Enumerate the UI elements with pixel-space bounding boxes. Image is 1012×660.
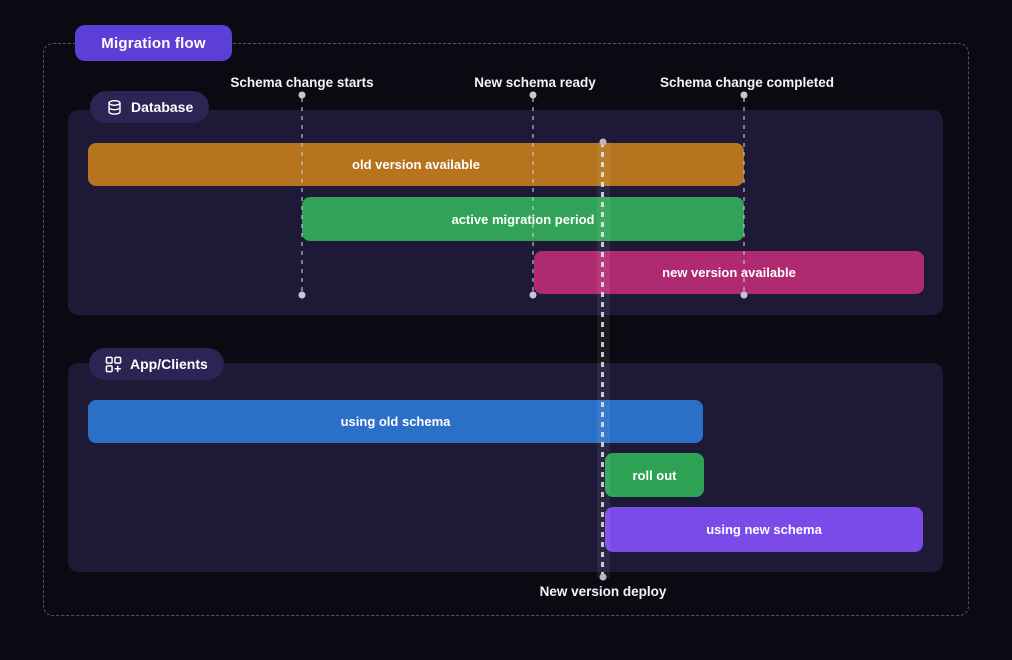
milestone-dot-bottom-schema-change-starts	[298, 291, 306, 299]
bar-using-new-schema: using new schema	[605, 507, 923, 552]
guide-line-schema-change-starts	[301, 98, 303, 292]
milestone-label-schema-change-starts: Schema change starts	[230, 75, 374, 90]
guide-line-new-schema-ready	[532, 98, 534, 292]
bar-active-migration-period: active migration period	[302, 197, 744, 241]
milestone-dot-bottom-new-version-deploy	[599, 573, 607, 581]
diagram-dashed-border	[43, 43, 969, 616]
milestone-dot-top-new-schema-ready	[529, 91, 537, 99]
bar-using-old-schema: using old schema	[88, 400, 703, 443]
bar-new-version-available: new version available	[534, 251, 924, 294]
database-badge-label: Database	[131, 99, 194, 115]
grid-plus-icon	[105, 356, 122, 373]
guide-line-schema-change-completed	[743, 98, 745, 292]
guide-line-new-version-deploy	[601, 142, 604, 578]
milestone-label-new-schema-ready: New schema ready	[474, 75, 596, 90]
bar-roll-out: roll out	[605, 453, 704, 497]
diagram-title-badge: Migration flow	[75, 25, 232, 61]
milestone-label-new-version-deploy: New version deploy	[539, 584, 667, 599]
milestone-dot-bottom-new-schema-ready	[529, 291, 537, 299]
database-badge: Database	[90, 91, 210, 123]
app-clients-badge: App/Clients	[89, 348, 224, 380]
milestone-dot-top-new-version-deploy	[599, 138, 607, 146]
milestone-dot-top-schema-change-completed	[740, 91, 748, 99]
database-icon	[106, 99, 123, 116]
milestone-label-schema-change-completed: Schema change completed	[659, 75, 835, 90]
milestone-dot-bottom-schema-change-completed	[740, 291, 748, 299]
milestone-dot-top-schema-change-starts	[298, 91, 306, 99]
app-clients-badge-label: App/Clients	[130, 356, 208, 372]
bar-old-version-available: old version available	[88, 143, 744, 186]
